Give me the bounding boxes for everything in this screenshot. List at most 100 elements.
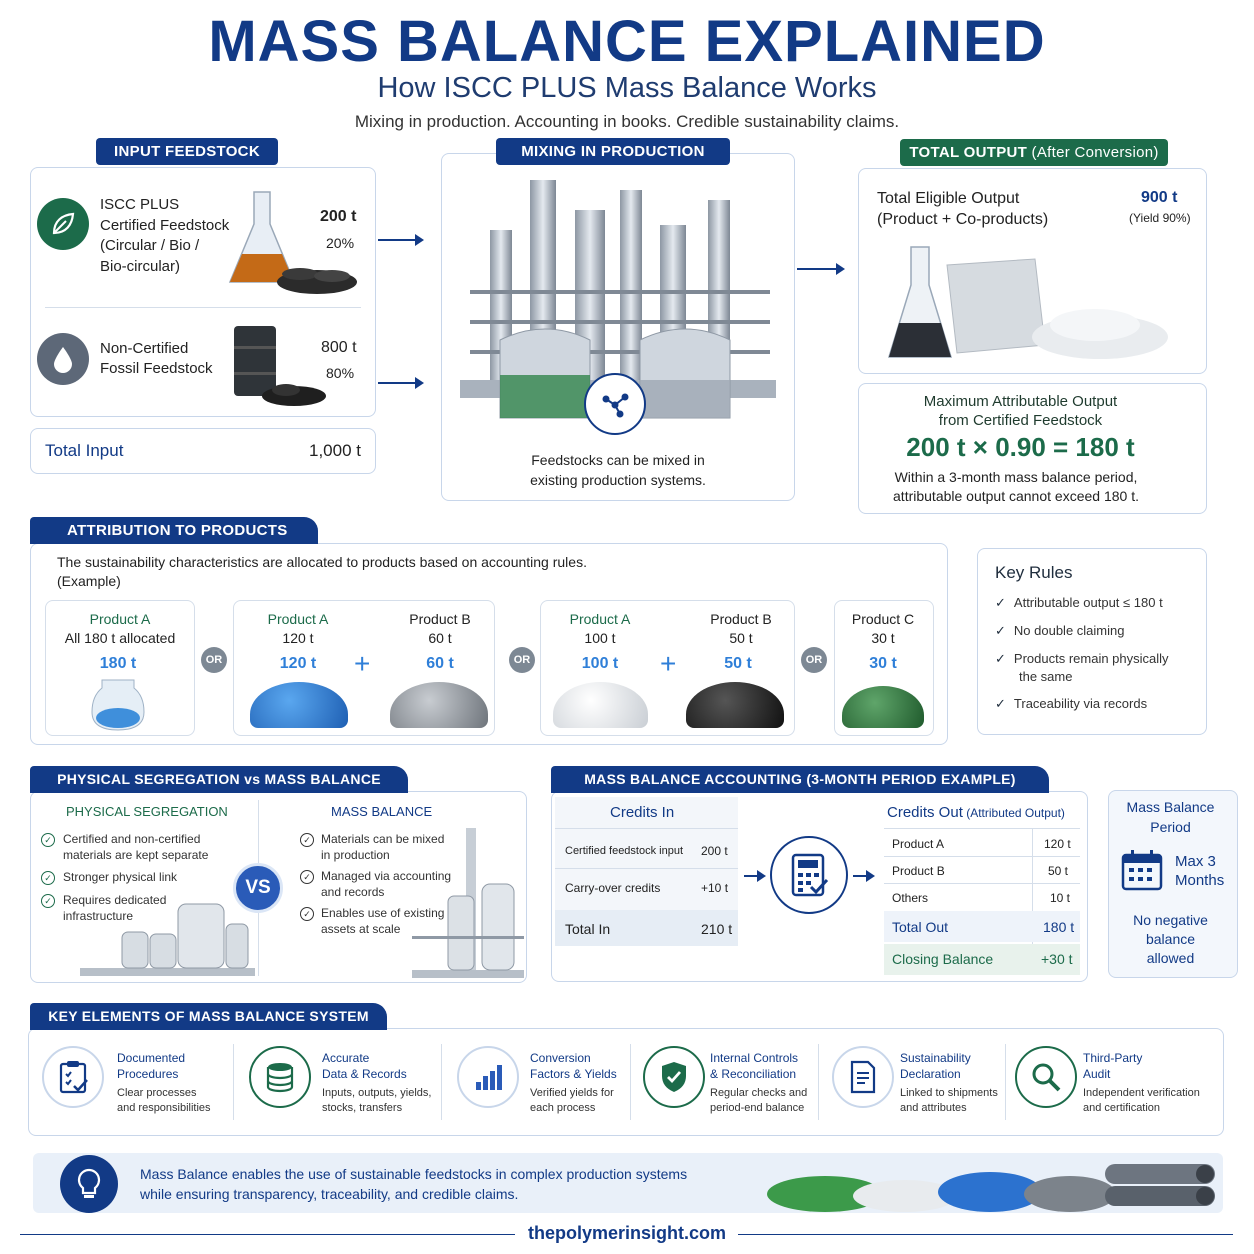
check-icon: ✓ [995,595,1006,610]
max-attributable-card [858,383,1207,514]
element-divider [233,1044,234,1120]
option-4-product-label: Product C 30 t [851,611,915,646]
footer-site[interactable]: thepolymerinsight.com [527,1223,727,1243]
lightbulb-icon [60,1155,118,1213]
total-output-yield: (Yield 90%) [1129,211,1191,225]
database-icon [249,1046,311,1108]
element-divider [441,1044,442,1120]
water-drop-icon [37,333,89,385]
credits-out-row-divider [884,856,1080,857]
check-circle-icon: ✓ [300,870,314,884]
option-2-product-a-value: 120 t [279,655,317,672]
white-pellets [553,682,648,728]
bar-chart-icon [457,1046,519,1108]
segregation-left-item-2: Stronger physical link [63,870,178,884]
green-pellets [842,686,924,728]
credits-out-row-1-value: 120 t [1044,837,1071,851]
credits-in-title: Credits In [610,804,675,821]
certified-feedstock-label: ISCC PLUS Certified Feedstock (Circular … [100,196,230,275]
arrow-mixing-to-output [797,263,845,275]
element-2-desc: Inputs, outputs, yields,stocks, transfer… [322,1087,432,1114]
jar-blue-pellets-icon [91,679,145,731]
check-circle-icon: ✓ [300,833,314,847]
check-circle-icon: ✓ [41,871,55,885]
option-1-value: 180 t [99,655,137,672]
period-max: Max 3 Months [1175,853,1225,889]
option-2-product-a-label: Product A 120 t [267,611,329,646]
tagline: Mixing in production. Accounting in book… [354,112,900,131]
element-divider [818,1044,819,1120]
option-3-product-a-label: Product A 100 t [569,611,631,646]
shield-check-icon [643,1046,705,1108]
total-input-value: 1,000 t [309,441,361,460]
option-3-product-b-value: 50 t [724,655,752,672]
closing-balance-value: +30 t [1041,951,1073,967]
option-2-product-b-label: Product B 60 t [409,611,471,646]
credits-in-row-2-label: Carry-over credits [565,881,661,895]
page-subtitle: How ISCC PLUS Mass Balance Works [377,72,877,104]
check-icon: ✓ [995,623,1006,638]
arrow-certified-to-mixing [378,234,424,246]
footer-line-left [20,1234,515,1235]
credits-in-row-divider [555,868,738,869]
or-badge-1: OR [201,647,227,673]
total-out-label: Total Out [892,919,949,935]
segregation-left-title: PHYSICAL SEGREGATION [66,804,228,819]
accounting-pill: MASS BALANCE ACCOUNTING (3-MONTH PERIOD … [551,766,1049,793]
oil-barrel-icon [234,326,326,406]
certified-amount: 200 t [320,208,357,225]
option-4-value: 30 t [869,655,897,672]
check-icon: ✓ [995,651,1006,666]
total-output-pill: TOTAL OUTPUT (After Conversion) [900,139,1168,166]
small-refinery-illustration [412,828,524,978]
closing-balance-label: Closing Balance [892,951,994,967]
calculator-icon [770,836,848,914]
segregation-right-title: MASS BALANCE [331,804,433,819]
output-products-illustration [887,246,1168,359]
or-badge-3: OR [801,647,827,673]
key-elements-pill: KEY ELEMENTS OF MASS BALANCE SYSTEM [30,1003,387,1030]
plus-sign-1: + [354,648,371,679]
total-input-card [30,428,376,474]
molecule-icon [584,373,646,435]
credits-out-row-divider [884,883,1080,884]
max-attributable-formula: 200 t × 0.90 = 180 t [906,432,1135,462]
pellets-and-pipes-illustration [767,1164,1215,1212]
certified-share: 20% [326,235,355,251]
key-rules-card [977,548,1207,735]
fossil-share: 80% [326,365,355,381]
refinery-illustration [460,180,776,419]
total-in-value: 210 t [701,921,733,937]
fossil-feedstock-label: Non-Certified Fossil Feedstock [100,340,213,377]
key-rule-2: ✓No double claiming [995,623,1125,638]
input-divider [45,307,361,308]
arrow-calculator-to-credits-out [853,870,875,882]
total-out-value: 180 t [1043,919,1075,935]
leaf-icon [37,198,89,250]
black-pellets [686,682,784,728]
element-divider [630,1044,631,1120]
page-title: MASS BALANCE EXPLAINED [208,9,1046,74]
footer-banner-text: Mass Balance enables the use of sustaina… [140,1166,688,1202]
period-title: Mass Balance Period [1126,799,1215,835]
option-3-product-a-value: 100 t [581,655,619,672]
credits-out-row-3-value: 10 t [1050,891,1071,905]
credits-out-row-2-value: 50 t [1048,864,1069,878]
storage-tanks-illustration [80,903,255,976]
credits-out-row-divider [884,828,1080,829]
footer-line-right [738,1234,1233,1235]
period-card [1108,790,1238,978]
credits-out-col-divider [1032,828,1033,974]
